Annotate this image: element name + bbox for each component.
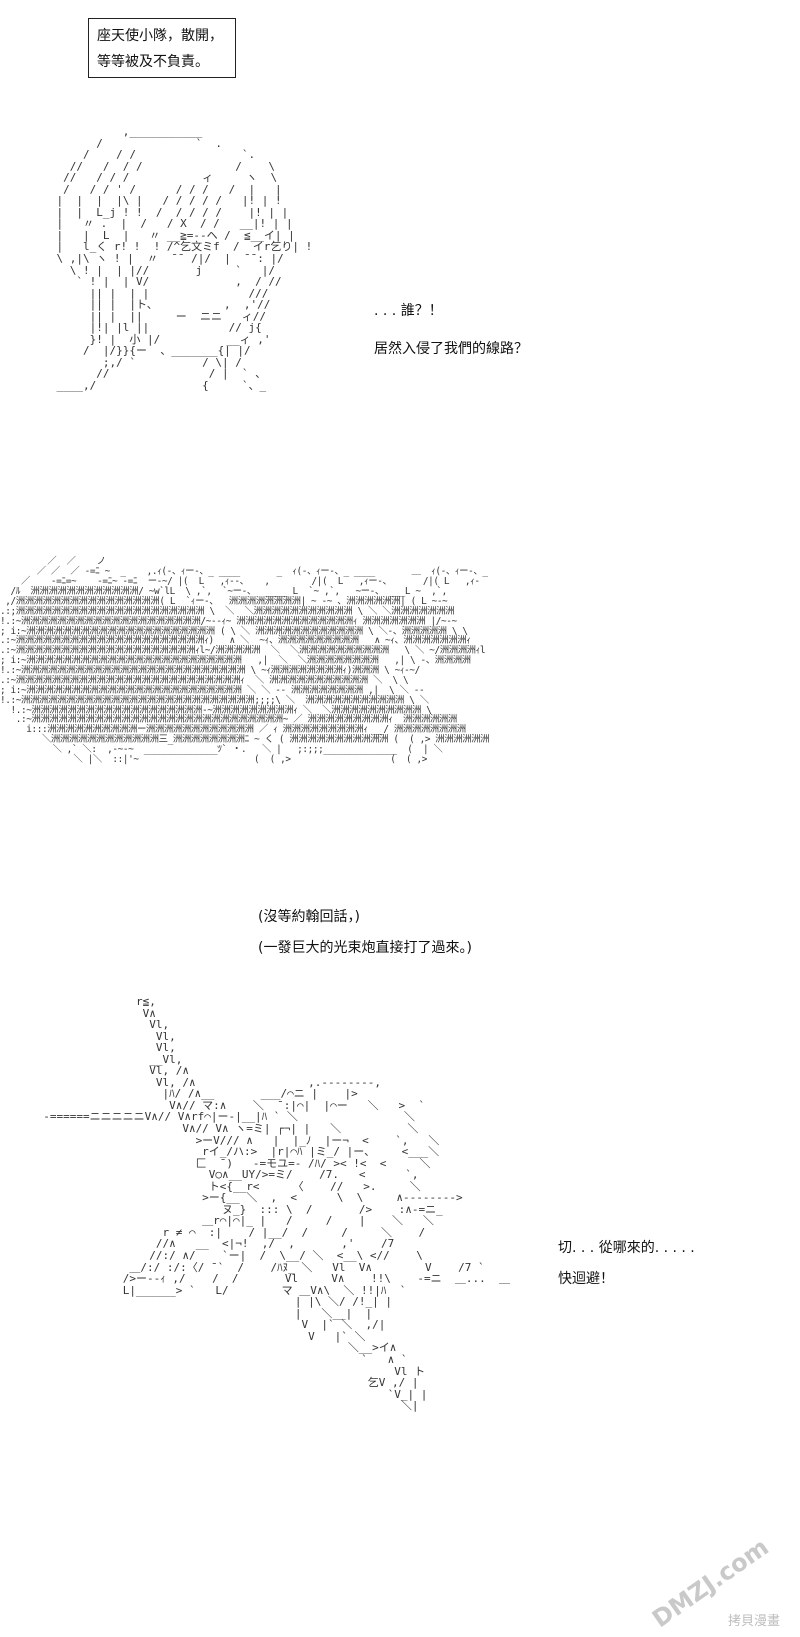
watermark-text: 拷貝漫畫 xyxy=(727,1614,780,1629)
speech-bubble-1-line-2: 居然入侵了我們的線路？ xyxy=(374,341,528,357)
ascii-art-face: ,___________ / ` . / / / `. // / / / / \… xyxy=(56,125,313,393)
narration-line-2: (一發巨大的光束炮直接打了過來。) xyxy=(258,940,472,956)
caption-box: 座天使小隊，散開， 等等被及不負責。 xyxy=(88,18,236,78)
ascii-art-beam-blast: ／ ／ ノ ／ ／ ／ -=ﾆ ~ _ ,.ｨ(-、ｨー-、_ ____ _ ｨ… xyxy=(0,556,490,765)
speech-bubble-1-line-1: . . . 誰？！ xyxy=(374,303,443,319)
narration-line-1: (沒等約翰回話，) xyxy=(258,909,360,925)
speech-bubble-2-line-2: 快迴避！ xyxy=(558,1271,614,1287)
speech-bubble-2-line-1: 切. . . 從哪來的. . . . . xyxy=(558,1240,695,1256)
caption-line-1: 座天使小隊，散開， xyxy=(97,28,223,44)
caption-line-2: 等等被及不負責。 xyxy=(97,54,209,70)
ascii-art-robot: r≦, V∧ Vl, Vl, Vl, __Vl, Vl, /∧ Vl, /∧ ,… xyxy=(43,995,510,1413)
